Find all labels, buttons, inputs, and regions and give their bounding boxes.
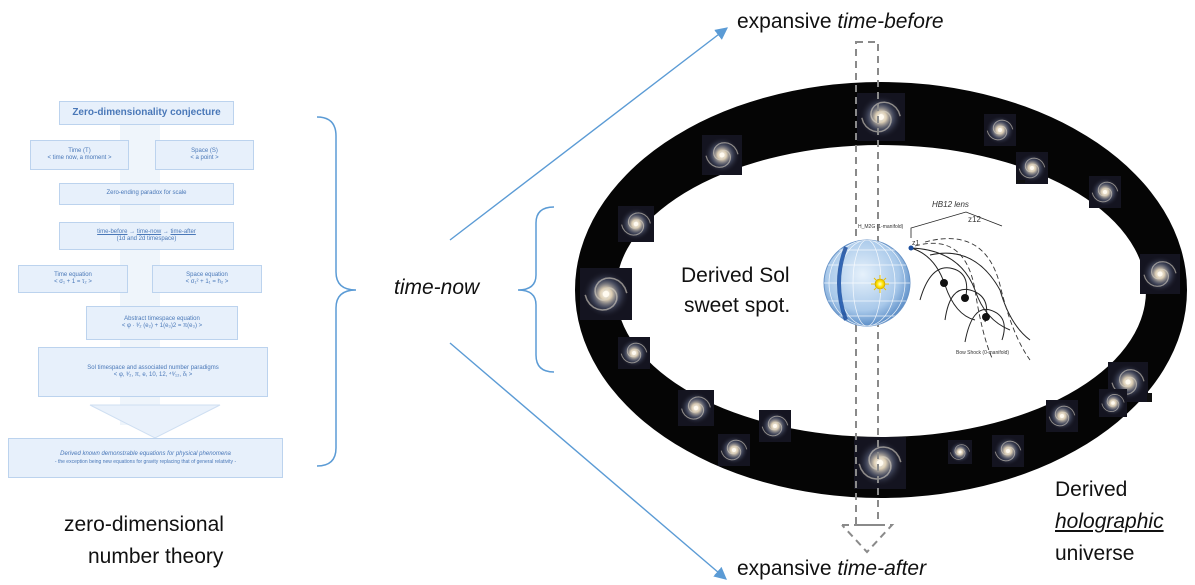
galaxy-icon: [718, 434, 750, 466]
time-box-line1: Time (T): [68, 147, 91, 154]
timespace-after: time-after: [170, 228, 196, 235]
sol-line2: < φ, ³⁄₂, π, e, 10, 12, ⁴⁶⁄₁₂, δᵢ >: [113, 372, 193, 378]
galaxy-icon: [1016, 152, 1048, 184]
sol-label-line1: Derived Sol: [681, 264, 790, 287]
galaxy-icon: [854, 437, 906, 489]
galaxy-icon: [618, 337, 650, 369]
right-brace: [517, 206, 555, 373]
galaxy-icon: [618, 206, 654, 242]
left-brace: [316, 116, 357, 467]
timespace-box-line1: time-before → time-now → time-after: [97, 228, 196, 235]
sun-diagram: [823, 211, 1031, 361]
galaxy-icon: [1089, 176, 1121, 208]
space-box-line1: Space (S): [191, 147, 218, 154]
arrow-to-time-after: [449, 342, 727, 580]
galaxy-icon: [702, 135, 742, 175]
time-before-italic: time-before: [837, 10, 944, 33]
flowchart-abstract-box: Abstract timespace equation < φ · ³⁄₂ (e…: [86, 306, 238, 340]
flowchart-space-equation-box: Space equation < σ₁² + 1₁ = h₂ >: [152, 265, 262, 293]
galaxy-icon: [678, 390, 714, 426]
time-before-label: expansive time-before: [737, 10, 944, 34]
sol-label-line2: sweet spot.: [684, 294, 791, 317]
timespace-before: time-before: [97, 228, 128, 235]
timespace-box-line2: (1d and 2d timespace): [116, 236, 177, 242]
galaxy-icon: [759, 410, 791, 442]
flowchart-space-box: Space (S) < a point >: [155, 140, 254, 170]
flowchart-downward-arrow: [89, 404, 221, 439]
universe-label-line2: holographic: [1055, 510, 1164, 533]
galaxy-icon: [984, 114, 1016, 146]
time-after-label: expansive time-after: [737, 557, 926, 581]
flowchart-title-box: Zero-dimensionality conjecture: [59, 101, 234, 125]
flowchart-derived-box: Derived known demonstrable equations for…: [8, 438, 283, 478]
space-equation-line2: < σ₁² + 1₁ = h₂ >: [185, 279, 229, 285]
timeline-dashed-arrowhead: [841, 524, 895, 554]
time-equation-line2: < σ₁ + 1 = τ₂ >: [54, 279, 92, 285]
time-now-label: time-now: [394, 276, 480, 299]
galaxy-icon: [1099, 389, 1127, 417]
lens-label: HB12 lens: [932, 200, 969, 209]
z1-label: z1: [912, 240, 920, 247]
abstract-line1: Abstract timespace equation: [124, 315, 200, 322]
universe-label-line3: universe: [1055, 542, 1135, 565]
galaxy-group: [580, 93, 1180, 489]
flowchart-timespace-box: time-before → time-now → time-after (1d …: [59, 222, 234, 250]
universe-label-line1: Derived: [1055, 478, 1128, 501]
z12-label: z12: [968, 215, 981, 224]
ring-edge-mark: [1016, 180, 1025, 183]
abstract-line2: < φ · ³⁄₂ (e₂) + 1(e₃)2 = π(e₃) >: [121, 323, 203, 329]
derived-line2: - the exception being new equations for …: [54, 458, 237, 465]
flowchart-sol-box: Sol timespace and associated number para…: [38, 347, 268, 397]
galaxy-icon: [992, 435, 1024, 467]
time-after-italic: time-after: [837, 557, 927, 580]
flowchart-paradox-box: Zero-ending paradox for scale: [59, 183, 234, 205]
flowchart-title: Zero-dimensionality conjecture: [72, 106, 221, 118]
galaxy-icon: [1046, 400, 1078, 432]
ring-edge-mark: [1147, 393, 1152, 402]
galaxy-icon: [580, 268, 632, 320]
flowchart-time-box: Time (T) < time now, a moment >: [30, 140, 129, 170]
galaxy-icon: [948, 440, 972, 464]
manifold-label: H_M2G (1-manifold): [858, 224, 904, 230]
time-box-line2: < time now, a moment >: [47, 155, 112, 161]
galaxy-icon: [1140, 254, 1180, 294]
space-equation-line1: Space equation: [186, 271, 228, 278]
left-caption-line1: zero-dimensional: [64, 513, 224, 536]
derived-line1: Derived known demonstrable equations for…: [60, 451, 231, 458]
paradox-box-text: Zero-ending paradox for scale: [106, 190, 187, 197]
left-caption-line2: number theory: [88, 545, 224, 568]
time-after-plain: expansive: [737, 557, 838, 580]
space-box-line2: < a point >: [190, 155, 219, 161]
time-equation-line1: Time equation: [54, 271, 92, 278]
time-before-plain: expansive: [737, 10, 838, 33]
flowchart-time-equation-box: Time equation < σ₁ + 1 = τ₂ >: [18, 265, 128, 293]
galaxy-icon: [857, 93, 905, 141]
timespace-now: time-now: [136, 228, 162, 235]
sol-line1: Sol timespace and associated number para…: [87, 364, 219, 371]
arrow-to-time-before: [449, 27, 729, 241]
bow-shock-label: Bow Shock (0-manifold): [956, 350, 1010, 356]
